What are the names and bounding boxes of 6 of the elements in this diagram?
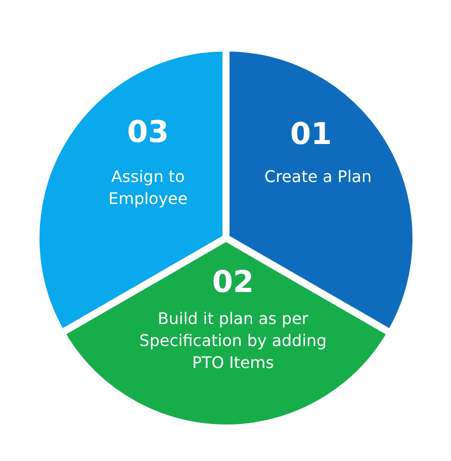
step-label: Assign to Employee	[107, 166, 189, 210]
step-number: 03	[127, 116, 169, 150]
step-label: Build it plan as per Specification by adding PTO Items	[138, 308, 328, 374]
step-number: 02	[212, 266, 254, 300]
step-number: 01	[290, 118, 332, 152]
step-label: Create a Plan	[263, 166, 373, 188]
